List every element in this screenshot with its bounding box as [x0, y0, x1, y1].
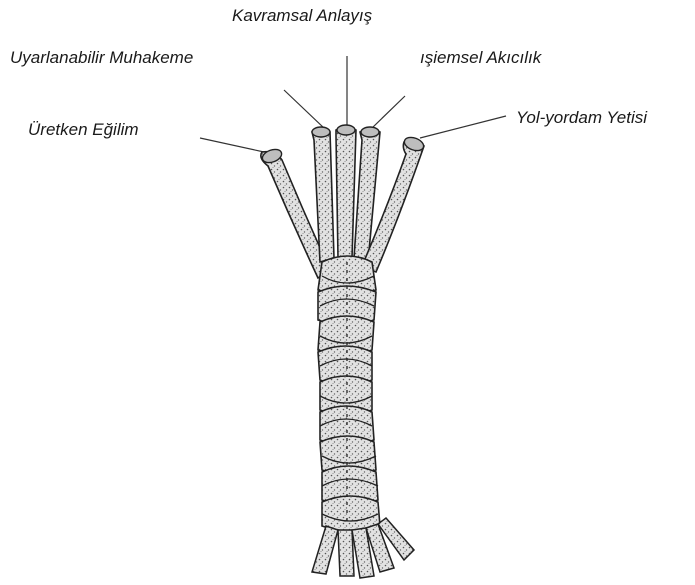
strand-end-uyarlanabilir — [312, 127, 330, 137]
strand-end-islemsel — [361, 127, 379, 137]
label-islemsel-akicilik: ışiemsel Akıcılık — [420, 48, 541, 68]
bottom-end-2 — [338, 530, 354, 576]
leader-line-yol — [420, 116, 506, 138]
braid-body — [318, 256, 380, 531]
label-uyarlanabilir-muhakeme: Uyarlanabilir Muhakeme — [10, 48, 193, 68]
leader-line-uretken — [200, 138, 264, 152]
label-uretken-egilim: Üretken Eğilim — [28, 120, 139, 140]
label-yol-yordam-yetisi: Yol-yordam Yetisi — [516, 108, 647, 128]
leader-line-islemsel — [372, 96, 405, 128]
bottom-end-1 — [312, 526, 338, 574]
label-kavramsal-anlayis: Kavramsal Anlayış — [232, 6, 372, 26]
strand-end-kavramsal — [337, 125, 355, 135]
strand-kavramsal — [336, 128, 356, 258]
leader-line-uyarlanabilir — [284, 90, 324, 128]
